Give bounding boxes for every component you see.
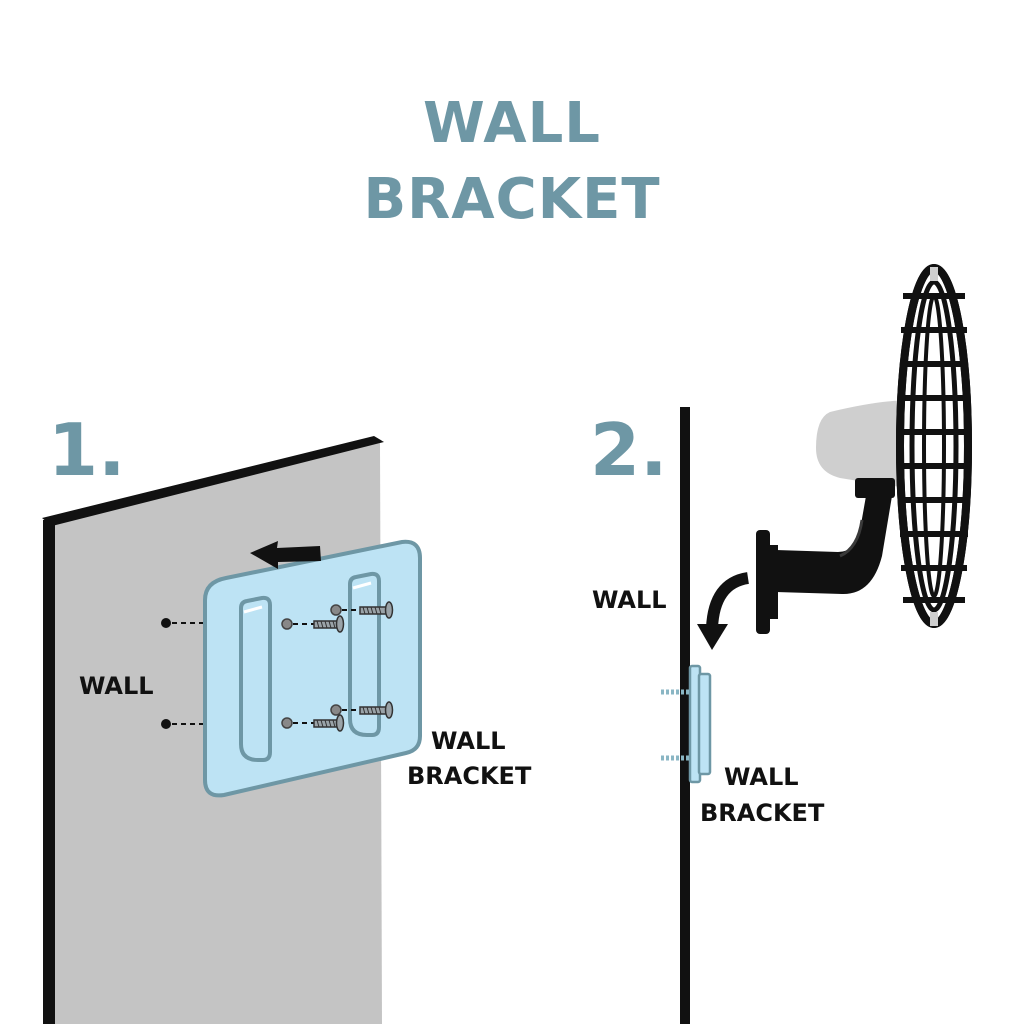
arrow-left-icon	[250, 541, 321, 569]
wall-holes	[161, 618, 205, 729]
bracket-screws	[281, 601, 394, 732]
step-1-number: 1.	[48, 408, 126, 492]
screw-icon	[359, 701, 394, 719]
screw-icon	[313, 714, 345, 732]
step-1-bracket-label-line-2: BRACKET	[407, 762, 532, 790]
wall-hole-top	[161, 618, 171, 628]
curved-arrow-down-icon	[697, 572, 750, 650]
screw-hole	[281, 717, 293, 729]
bracket-body	[203, 539, 422, 798]
bracket-slot-left	[239, 595, 272, 762]
step-2-bracket-label-line-2: BRACKET	[700, 799, 825, 827]
bracket-plate	[203, 539, 422, 798]
wall-top-edge	[42, 436, 384, 526]
screw-icon	[359, 601, 394, 619]
step-2-number: 2.	[590, 408, 668, 492]
step-1-wall-label: WALL	[79, 672, 154, 700]
screw-hole	[330, 604, 342, 616]
step-1-bracket-label-line-1: WALL	[431, 727, 506, 755]
step-2-wall	[680, 407, 690, 1024]
title-line-1: WALL	[423, 91, 601, 156]
screw-hole	[281, 618, 293, 630]
step-2-bracket-label-line-1: WALL	[724, 763, 799, 791]
step-2-wall-label: WALL	[592, 586, 667, 614]
title-line-2: BRACKET	[363, 167, 661, 232]
wall-hole-bottom	[161, 719, 171, 729]
side-bracket	[661, 664, 712, 784]
screw-icon	[313, 615, 345, 633]
wall-side-edge	[43, 520, 55, 1024]
wall-fan-icon	[756, 264, 972, 634]
screw-hole	[330, 704, 342, 716]
